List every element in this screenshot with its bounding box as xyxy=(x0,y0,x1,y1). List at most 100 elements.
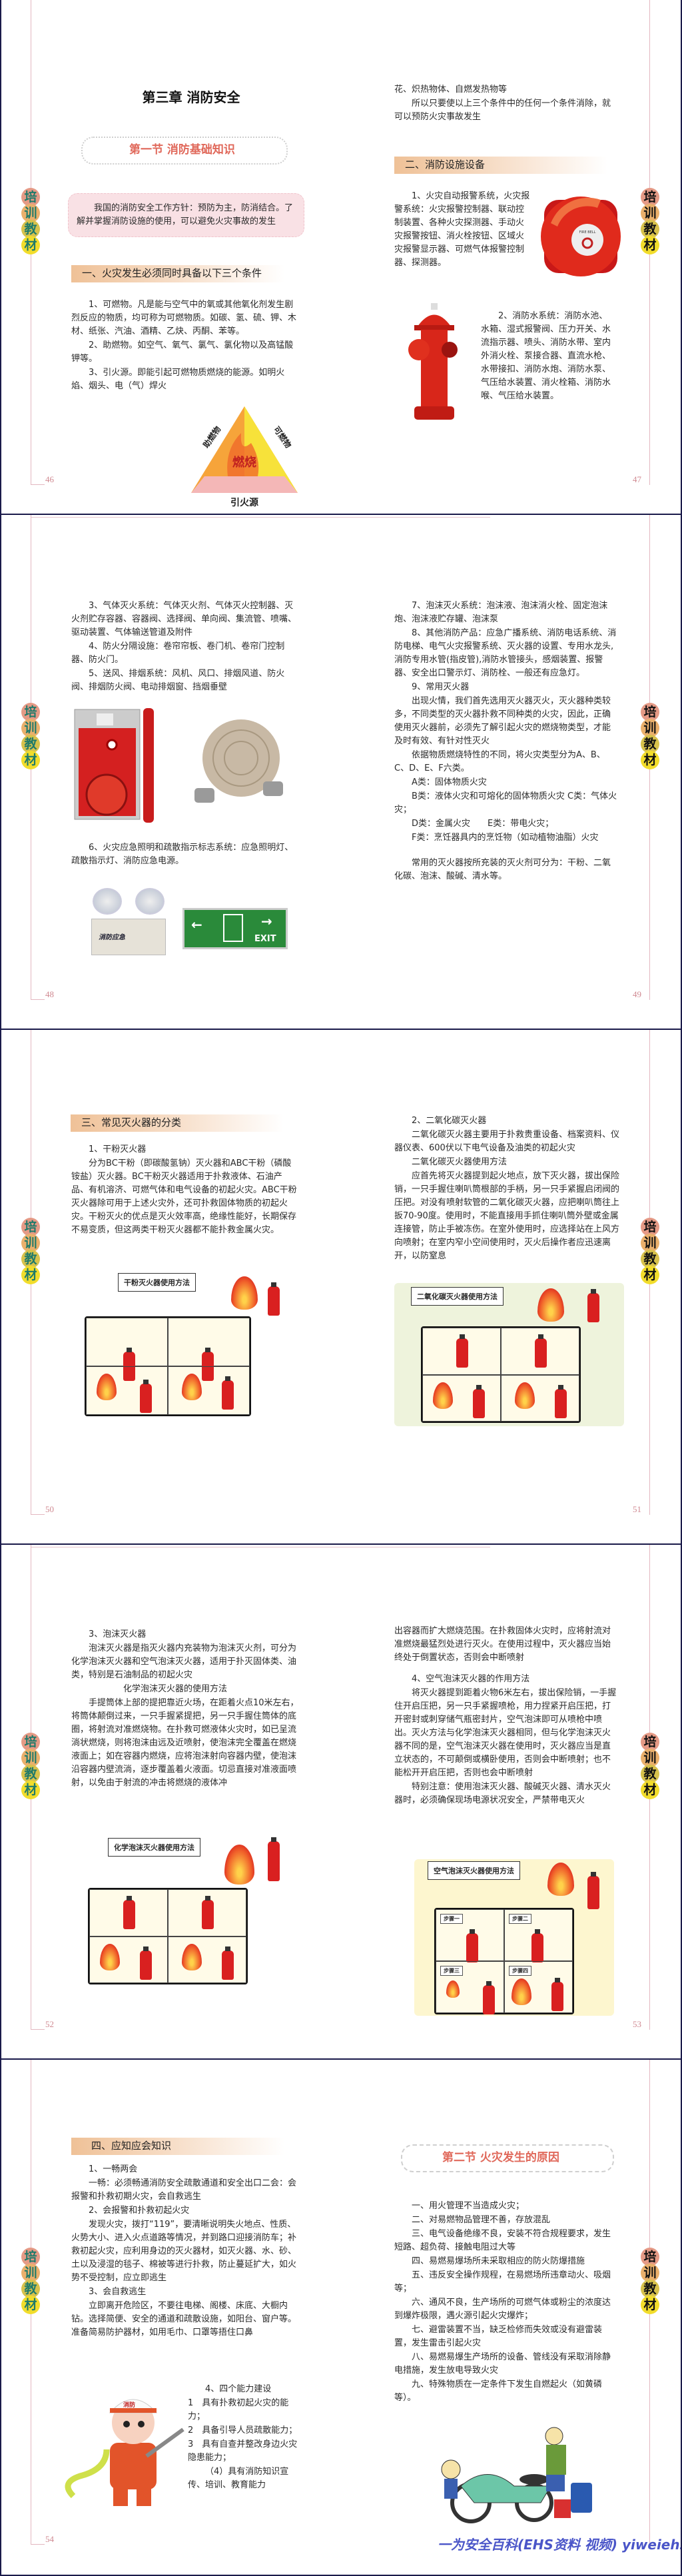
section-header: 一、火灾发生必须同时具备以下三个条件 xyxy=(71,265,284,282)
flame-icon xyxy=(97,1374,117,1400)
foam-extinguisher-text: 3、泡沫灭火器 泡沫灭火器是指灭火器内充装物为泡沫灭火剂，可分为化学泡沫灭火器和… xyxy=(71,1629,299,1788)
flame-icon xyxy=(446,1980,460,1998)
training-material-badge: 培训教材 xyxy=(21,703,41,769)
flame-icon xyxy=(433,1382,453,1409)
page-spread-52-53: 培训教材 培训教材 3、泡沫灭火器 泡沫灭火器是指灭火器内充装物为泡沫灭火剂，可… xyxy=(0,1545,682,2060)
extinguisher-icon xyxy=(555,1384,567,1418)
training-material-badge: 培训教材 xyxy=(21,188,41,254)
cause-item: 六、通风不良，生产场所的可燃气体或粉尘的浓度达到爆炸极限，遇火源引起火灾爆炸； xyxy=(394,2298,611,2321)
page-number: 47 xyxy=(633,474,641,484)
cause-item: 四、易燃易爆场所未采取相应的防火防爆措施 xyxy=(412,2256,585,2266)
air-foam-text: 出容器而扩大燃烧范围。在扑救固体火灾时，应将射流对准燃烧最猛烈处进行灭火。在使用… xyxy=(394,1626,617,1805)
training-material-badge: 培训教材 xyxy=(641,188,661,254)
extinguisher-icon xyxy=(202,1896,214,1929)
cause-item: 五、违反安全操作规程，在易燃场所违章动火、吸烟等； xyxy=(394,2270,611,2294)
section-header: 二、消防设施设备 xyxy=(394,157,607,174)
training-material-badge: 培训教材 xyxy=(641,2248,661,2314)
section-title: 第二节 火灾发生的原因 xyxy=(401,2144,614,2172)
flame-icon xyxy=(231,1276,258,1310)
training-material-badge: 培训教材 xyxy=(21,1218,41,1284)
extinguisher-icon xyxy=(483,1981,495,2014)
training-material-badge: 培训教材 xyxy=(21,2248,41,2314)
flame-icon xyxy=(224,1845,254,1885)
fire-hydrant-image xyxy=(408,303,458,420)
flame-icon xyxy=(537,1288,564,1322)
fire-hose-image xyxy=(194,719,283,803)
cause-item: 八、易燃易爆生产场所的设备、管线没有采取消除静电措施，发生放电导致火灾 xyxy=(394,2352,611,2375)
chemical-foam-usage-diagram: 化学泡沫灭火器使用方法 xyxy=(68,1837,294,1984)
emergency-light-label: 消防应急 xyxy=(91,919,166,955)
refueling-motorcycle-cartoon xyxy=(441,2427,592,2523)
co2-usage-diagram: 二氧化碳灭火器使用方法 xyxy=(394,1283,624,1426)
extinguisher-icon xyxy=(140,1380,152,1413)
emergency-lighting-text: 6、火灾应急照明和疏散指示标志系统：应急照明灯、疏散指示灯、消防应急电源。 xyxy=(71,843,294,866)
training-material-badge: 培训教材 xyxy=(641,1218,661,1284)
page-number: 54 xyxy=(45,2534,54,2544)
air-foam-usage-diagram: 空气泡沫灭火器使用方法 步骤一 步骤二 步骤三 步骤四 xyxy=(414,1859,614,2016)
extinguisher-icon xyxy=(466,1929,478,1962)
section-header: 三、常见灭火器的分类 xyxy=(71,1114,284,1132)
flame-icon xyxy=(547,1863,574,1896)
extinguisher-icon xyxy=(268,1282,280,1316)
flame-icon xyxy=(512,1978,531,2005)
cause-item: 七、避雷装置不当，缺乏检修而失效或没有避雷装置，发生雷击引起火灾 xyxy=(394,2325,603,2348)
page-number: 52 xyxy=(45,2019,54,2029)
cause-item: 三、电气设备绝缘不良，安装不符合规程要求，发生短路、超负荷、接触电阻过大等 xyxy=(394,2229,611,2252)
page-number: 50 xyxy=(45,1504,54,1514)
fire-bell-image: FIRE BELL xyxy=(541,197,621,276)
triangle-center-label: 燃烧 xyxy=(232,455,256,470)
section-header: 四、应知应会知识 xyxy=(71,2138,284,2155)
training-material-badge: 培训教材 xyxy=(641,1733,661,1799)
firefighter-cartoon-image: 消防 xyxy=(65,2399,184,2506)
alarm-system-text: 1、火灾自动报警系统，火灾报警系统：火灾报警控制器、联动控制装置、各种火灾探测器… xyxy=(394,191,530,268)
extinguisher-icon xyxy=(551,1978,563,2011)
extinguisher-icon xyxy=(140,1946,152,1980)
left-arrow-icon: ← xyxy=(191,917,202,933)
dry-powder-usage-diagram: 干粉灭火器使用方法 xyxy=(68,1273,294,1416)
helmet-label: 消防 xyxy=(123,2401,135,2409)
page-number: 48 xyxy=(45,989,54,999)
running-man-icon xyxy=(223,914,243,942)
top-margin-line xyxy=(31,517,490,518)
fire-triangle-image: 燃烧 助燃物 可燃物 引火源 xyxy=(191,406,298,508)
chapter-title: 第三章 消防安全 xyxy=(142,89,240,105)
extinguisher-icon xyxy=(222,1376,234,1410)
triangle-right-label: 可燃物 xyxy=(272,424,294,450)
training-material-badge: 培训教材 xyxy=(21,1733,41,1799)
extinguisher-icon xyxy=(531,1929,543,1962)
extinguisher-icon xyxy=(587,1289,599,1322)
four-abilities-text: 4、四个能力建设 1 具有扑救初起火灾的能力； 2 具备引导人员疏散能力； 3 … xyxy=(188,2384,298,2490)
extinguisher-icon xyxy=(123,1896,135,1929)
exit-sign-image: ← → EXIT xyxy=(182,908,288,949)
dry-powder-text: 1、干粉灭火器 分为BC干粉（即碳酸氢钠）灭火器和ABC干粉（磷酸铵盐）灭火器。… xyxy=(71,1144,297,1235)
facilities-text: 3、气体灭火系统：气体灭火剂、气体灭火控制器、灭火剂贮存容器、容器阀、选择阀、单… xyxy=(71,601,297,692)
policy-box: 我国的消防安全工作方针：预防为主，防消结合。了解并掌握消防设施的使用，可以避免火… xyxy=(68,193,304,237)
cause-item: 九、特殊物质在一定条件下发生自燃起火（如黄磷等）。 xyxy=(394,2379,603,2403)
hydrant-cabinet-image xyxy=(74,708,154,823)
triangle-bottom-label: 引火源 xyxy=(230,497,258,508)
emergency-light-image: 消防应急 xyxy=(91,888,168,958)
extinguisher-icon xyxy=(268,1837,280,1881)
co2-extinguisher-text: 2、二氧化碳灭火器 二氧化碳灭火器主要用于扑救贵重设备、档案资料、仪器仪表、60… xyxy=(394,1116,620,1261)
page-spread-50-51: 培训教材 培训教材 三、常见灭火器的分类 1、干粉灭火器 分为BC干粉（即碳酸氢… xyxy=(0,1030,682,1545)
extinguisher-icon xyxy=(456,1334,468,1368)
page-spread-48-49: 培训教材 培训教材 3、气体灭火系统：气体灭火剂、气体灭火控制器、灭火剂贮存容器… xyxy=(0,515,682,1030)
flame-icon xyxy=(182,1374,202,1400)
right-arrow-icon: → xyxy=(261,913,272,929)
cause-item: 二、对易燃物品管理不善，存放混乱 xyxy=(412,2215,551,2225)
triangle-left-label: 助燃物 xyxy=(200,424,222,450)
training-material-badge: 培训教材 xyxy=(641,703,661,769)
other-facilities-text: 7、泡沫灭火系统：泡沫液、泡沫消火栓、固定泡沫炮、泡沫液贮存罐、泡沫泵 8、其他… xyxy=(394,601,617,881)
flame-icon xyxy=(100,1943,120,1970)
watermark-text: 一为安全百科(EHS资料 视频) yiweiehs.cn xyxy=(438,2537,681,2553)
fire-conditions-text: 1、可燃物。凡是能与空气中的氧或其他氧化剂发生剧烈反应的物质，均可称为可燃物质。… xyxy=(71,300,297,391)
page-number: 51 xyxy=(633,1504,641,1514)
cause-item: 一、用火管理不当造成火灾； xyxy=(412,2201,525,2211)
water-system-text: 2、消防水系统：消防水池、水箱、湿式报警阀、压力开关、水流指示器、喷头、消防水带… xyxy=(481,311,611,401)
flame-icon xyxy=(515,1382,535,1409)
extinguisher-icon xyxy=(587,1872,599,1909)
fire-causes-list: 一、用火管理不当造成火灾； 二、对易燃物品管理不善，存放混乱 三、电气设备绝缘不… xyxy=(394,2200,617,2405)
page-number: 49 xyxy=(633,989,641,999)
prevention-text: 花、炽热物体、自燃发热物等 所以只要使以上三个条件中的任何一个条件消除，就可以预… xyxy=(394,85,611,122)
page-spread-46-47: 培训教材 培训教材 第三章 消防安全 第一节 消防基础知识 我国的消防安全工作方… xyxy=(0,0,682,515)
